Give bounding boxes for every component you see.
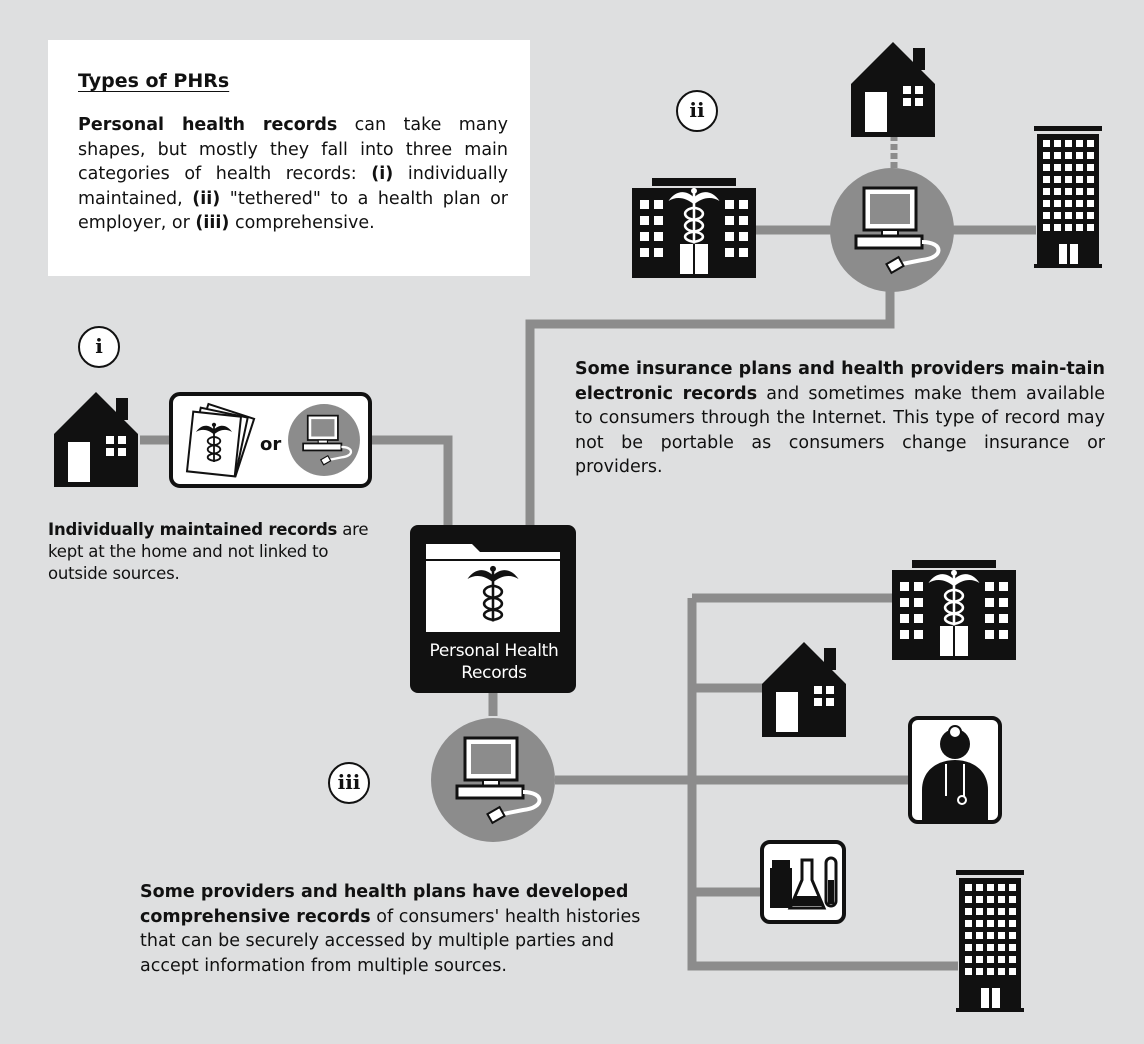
marker-i: i [78, 326, 120, 368]
marker-ii: ii [676, 90, 718, 132]
intro-text-part: comprehensive. [229, 213, 375, 233]
section-i-text: are kept at the home and not linked to o… [48, 520, 369, 583]
records-stack-icon [185, 402, 256, 478]
section-iii-description: Some providers and health plans have dev… [140, 880, 660, 978]
section-ii-bold: Some insurance plans and health provider… [575, 359, 1105, 404]
phr-label-line1: Personal Health [429, 641, 559, 661]
hospital-icon [892, 560, 1016, 660]
marker-iii: iii [328, 762, 370, 804]
office-building-icon [1034, 126, 1102, 268]
hospital-icon [632, 178, 756, 278]
doctor-icon [908, 716, 1002, 824]
intro-text-part: individually maintained, [78, 164, 508, 209]
intro-bold-ii: (ii) [192, 188, 221, 209]
section-ii-text: and sometimes make them available to con… [575, 383, 1105, 478]
intro-bold-i: (i) [371, 164, 394, 184]
section-ii-description: Some insurance plans and health provider… [575, 357, 1105, 480]
computer-icon [429, 716, 557, 844]
office-building-icon [956, 870, 1024, 1012]
section-i-bold: Individually maintained records [48, 520, 338, 539]
intro-text: Personal health records can take many sh… [78, 113, 508, 236]
intro-text-part: can take many shapes, but mostly they fa… [78, 115, 508, 184]
intro-panel [48, 40, 530, 276]
section-i-description: Individually maintained records are kept… [48, 519, 388, 585]
folder-icon [426, 544, 560, 632]
section-iii-bold: Some providers and health plans have dev… [140, 882, 629, 927]
computer-icon [828, 166, 956, 294]
intro-text-part: "tethered" to a health plan or employer,… [78, 188, 509, 234]
intro-bold-term: Personal health records [78, 115, 338, 135]
connector-lines [140, 225, 1036, 971]
section-iii-text: of consumers' health histories that can … [140, 906, 641, 976]
intro-title: Types of PHRs [78, 70, 230, 92]
phr-label-line2: Records [461, 663, 527, 683]
or-label: or [260, 434, 282, 455]
intro-bold-iii: (iii) [195, 213, 230, 233]
computer-icon [286, 402, 362, 478]
lab-icon [760, 840, 846, 924]
